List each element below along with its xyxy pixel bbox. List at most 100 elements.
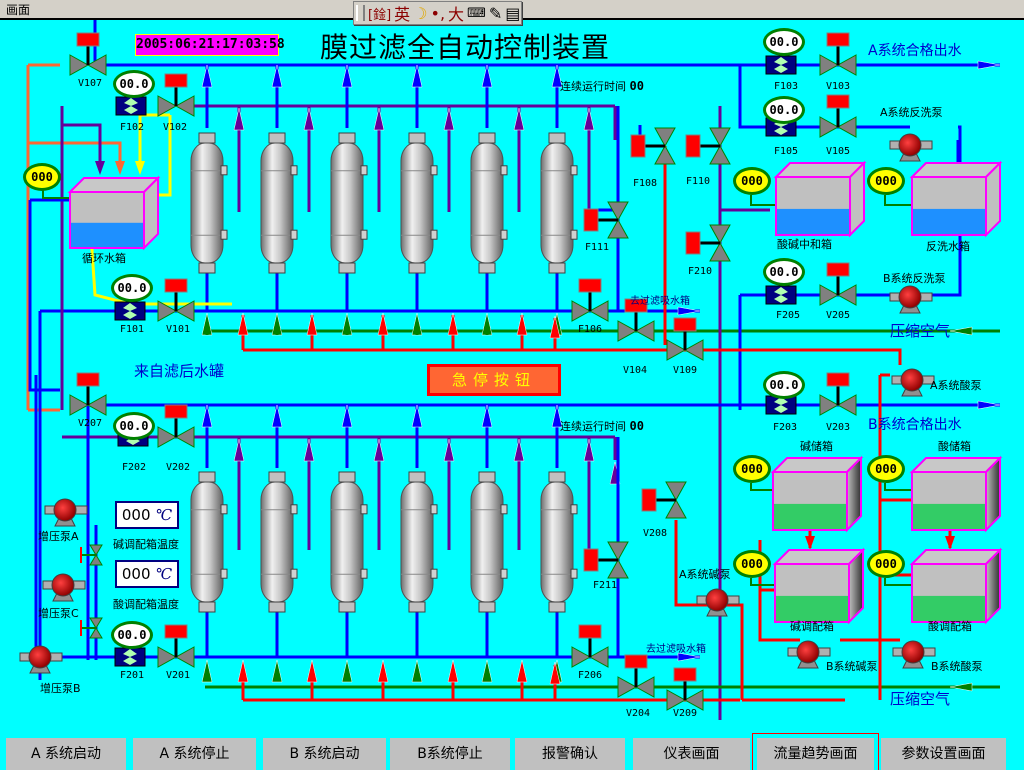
valve-f210[interactable]	[685, 224, 731, 262]
valve-manual-1[interactable]	[80, 544, 103, 566]
liquid-level	[773, 503, 847, 530]
valve-f206[interactable]	[571, 624, 609, 668]
valve-v202[interactable]	[157, 404, 195, 448]
liquid-level	[912, 208, 986, 235]
b-system-stop-button[interactable]: B系统停止	[390, 738, 510, 770]
a-system-stop-button[interactable]: A 系统停止	[133, 738, 256, 770]
valve-v103[interactable]	[819, 32, 857, 76]
tank-label-acid-mix: 酸调配箱	[928, 620, 972, 633]
chemical-arrow-icon	[306, 659, 318, 683]
vessel-body	[470, 481, 504, 603]
tank-label-alkali-storage: 碱储箱	[800, 440, 833, 453]
ime-grip-handle[interactable]	[356, 5, 365, 21]
chemical-arrow-icon	[447, 659, 459, 683]
pipe	[956, 140, 1000, 167]
valve-v208[interactable]	[641, 481, 687, 519]
vessel-side-port	[290, 165, 298, 176]
alkali-mix-tank	[772, 547, 866, 625]
valve-f106[interactable]	[571, 278, 609, 322]
circulation-tank	[67, 175, 161, 251]
pump-b-acid[interactable]	[892, 640, 936, 669]
ime-fullwidth-icon[interactable]: 大	[448, 5, 465, 24]
ime-language-icon[interactable]: 英	[394, 5, 411, 24]
valve-f211[interactable]	[583, 541, 629, 579]
level-sensor-line	[750, 578, 775, 586]
valve-v203[interactable]	[819, 372, 857, 416]
ime-mode-icon[interactable]: [鍂]	[368, 7, 392, 23]
vessel-bottom-port	[268, 262, 286, 274]
valve-v207[interactable]	[69, 372, 107, 416]
chemical-arrow-icon	[447, 312, 459, 336]
level-sensor-line	[750, 195, 776, 206]
tag-v104: V104	[623, 365, 648, 376]
vessel-bottom-port	[548, 601, 566, 613]
chemical-arrow-icon	[237, 312, 249, 336]
ime-moon-icon[interactable]: ☽	[413, 3, 428, 23]
flow-meter-bodies	[114, 55, 797, 667]
pump-a-alkali[interactable]	[696, 588, 740, 617]
pump-boost-b[interactable]	[19, 645, 63, 674]
valve-v109[interactable]	[666, 317, 704, 361]
valve-v205[interactable]	[819, 262, 857, 306]
valve-v201[interactable]	[157, 624, 195, 668]
instrument-screen-button[interactable]: 仪表画面	[633, 738, 750, 770]
pump-b-backwash[interactable]	[889, 285, 933, 314]
valve-f108[interactable]	[630, 127, 676, 165]
process-diagram	[19, 20, 1003, 720]
air-arrow-icon	[201, 659, 213, 683]
pump-b-alkali[interactable]	[787, 640, 831, 669]
a-system-start-button[interactable]: A 系统启动	[6, 738, 126, 770]
feed-arrow-icon	[115, 161, 125, 175]
pumps	[19, 133, 936, 674]
valve-v204[interactable]	[617, 654, 655, 698]
flow-arrow-up-icon	[201, 64, 213, 88]
valve-v209[interactable]	[666, 667, 704, 711]
pump-a-backwash[interactable]	[889, 133, 933, 162]
vessel-top-port	[548, 471, 566, 483]
flow-arrow-right-icon	[977, 400, 1001, 410]
valve-v101[interactable]	[157, 278, 195, 322]
tank-label-alkali-mix: 碱调配箱	[790, 620, 834, 633]
alarm-acknowledge-button[interactable]: 报警确认	[515, 738, 625, 770]
acid-mix-temperature-display: 000 ℃	[115, 560, 179, 588]
pipe	[700, 348, 902, 365]
liquid-level	[776, 208, 850, 235]
vessel-side-port	[570, 568, 578, 579]
pump-boost-c[interactable]	[42, 573, 86, 602]
vessel-side-port	[220, 568, 228, 579]
tag-f202: F202	[122, 462, 147, 473]
ime-tools-icon[interactable]: ✎	[488, 3, 503, 23]
concentrate-arrow-icon	[583, 438, 595, 462]
ime-menu-icon[interactable]: ▤	[505, 3, 521, 23]
valve-v104[interactable]	[617, 298, 655, 342]
flow-trend-screen-button[interactable]: 流量趋势画面	[752, 733, 879, 770]
vessel-body	[330, 142, 364, 264]
ime-punctuation-icon[interactable]: •,	[430, 3, 446, 23]
valve-v107[interactable]	[69, 32, 107, 76]
emergency-stop-button[interactable]: 急停按钮	[427, 364, 561, 396]
pump-boost-a[interactable]	[44, 498, 88, 527]
b-system-start-button[interactable]: B 系统启动	[263, 738, 386, 770]
parameter-settings-button[interactable]: 参数设置画面	[881, 738, 1006, 770]
air-arrow-icon	[271, 659, 283, 683]
vessel-side-port	[360, 504, 368, 515]
vessel-top-port	[198, 132, 216, 144]
ime-keyboard-icon[interactable]: ⌨	[467, 5, 486, 21]
valve-v105[interactable]	[819, 94, 857, 138]
chemical-arrow-icon	[516, 312, 528, 336]
flow-meter-body-icon	[765, 395, 797, 415]
valve-f111[interactable]	[583, 201, 629, 239]
ime-toolbar[interactable]: [鍂] 英 ☽ •, 大 ⌨ ✎ ▤	[353, 1, 522, 25]
pump-a-acid[interactable]	[891, 368, 935, 397]
vessel-top-port	[268, 132, 286, 144]
vessel-side-port	[570, 165, 578, 176]
vessel-body	[260, 142, 294, 264]
runtime-b-label: 连续运行时间	[560, 420, 626, 433]
flow-arrow-up-icon	[481, 64, 493, 88]
valve-manual-2[interactable]	[80, 617, 103, 639]
valve-v102[interactable]	[157, 73, 195, 117]
pipe	[920, 230, 962, 297]
vessel-bottom-port	[338, 601, 356, 613]
vessel-side-port	[430, 229, 438, 240]
valve-f110[interactable]	[685, 127, 731, 165]
